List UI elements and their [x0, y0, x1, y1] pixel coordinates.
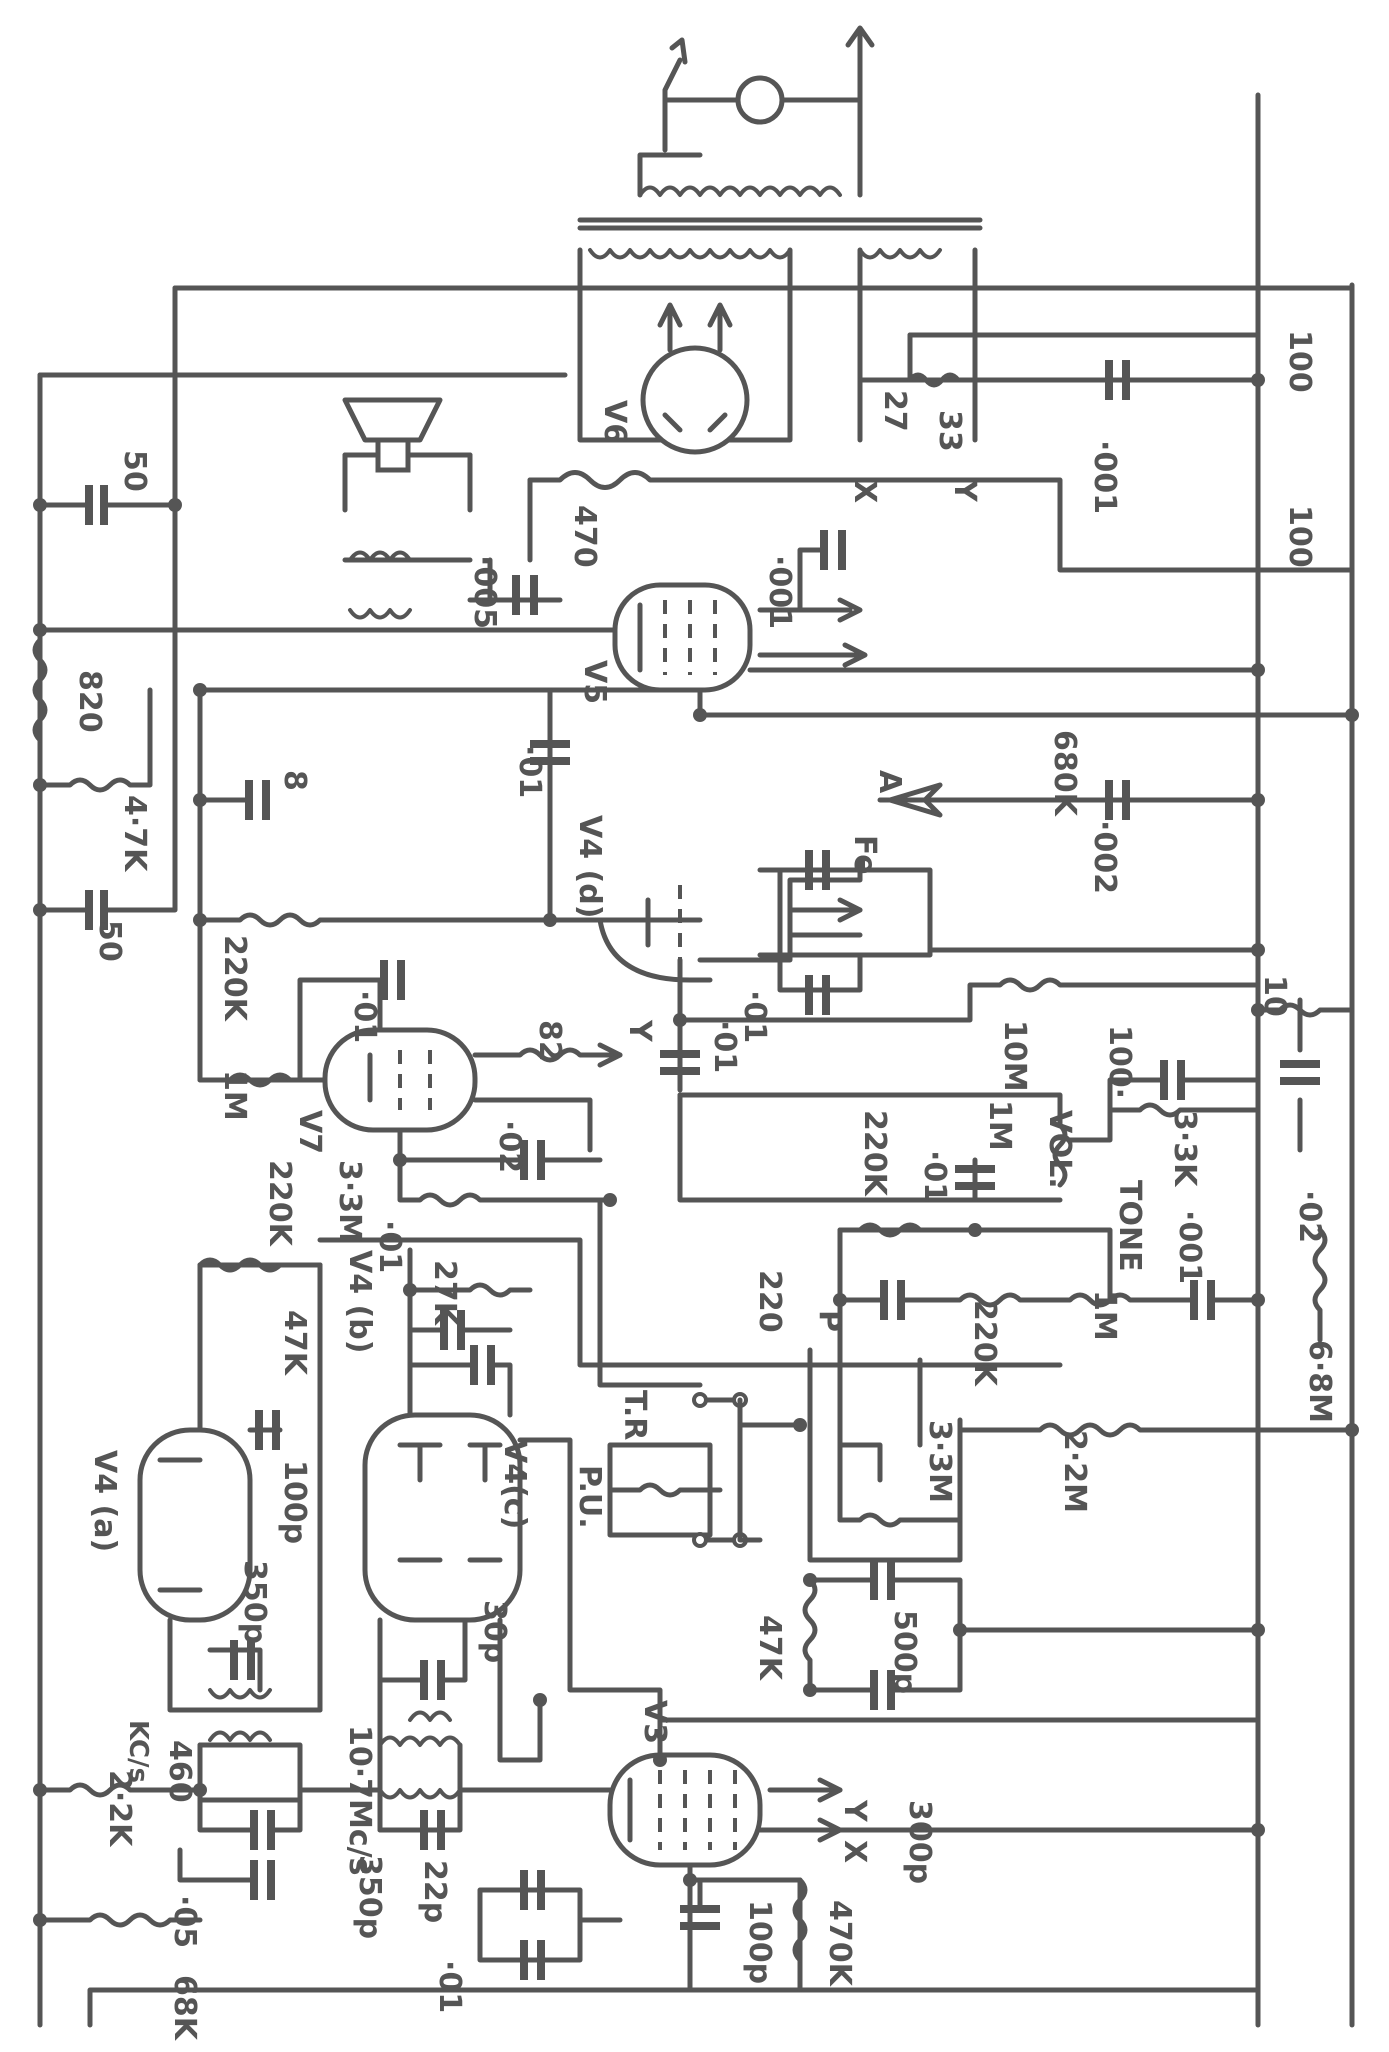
label-r-3-3m-b: 3·3M [332, 1160, 367, 1243]
label-c-100-c: 100· [1102, 1025, 1137, 1099]
label-c-02b: ·02 [492, 1120, 527, 1173]
label-v6: V6 [597, 400, 632, 444]
label-tone: TONE [1112, 1180, 1147, 1272]
label-r-100: 100 [1282, 330, 1317, 393]
label-r-2-2k: 2·2K [102, 1770, 137, 1848]
power-rails [37, 92, 1355, 2028]
label-x-2: X [847, 480, 882, 503]
pickup-switch-section [597, 1197, 1261, 1710]
label-c-100p-a: 100p [742, 1900, 777, 1984]
label-r-1m-v7: 1M [217, 1070, 252, 1121]
label-c-350p-a: 350p [352, 1855, 387, 1939]
label-r-470k-a: 470K [822, 1900, 857, 1988]
label-v7: V7 [292, 1110, 327, 1154]
v7-section [197, 960, 623, 1208]
label-v4c: V4(c) [497, 1440, 532, 1529]
label-r-1m-tone: 1M [1087, 1290, 1122, 1341]
label-r-220k-c: 220K [857, 1110, 892, 1198]
label-pu: P.U. [572, 1465, 607, 1529]
label-y-82: Y [622, 1019, 657, 1043]
v6-valve [640, 302, 750, 455]
label-c-001-b: ·001 [762, 555, 797, 629]
label-r-470: 470 [567, 505, 602, 568]
label-r-10m: 10M [997, 1020, 1032, 1092]
label-c-50b: 50 [92, 920, 127, 962]
label-c-05: ·05 [167, 1895, 202, 1948]
label-c-50a: 50 [117, 450, 152, 492]
label-r-2-2m: 2·2M [1057, 1430, 1092, 1513]
label-c-002: ·002 [1087, 820, 1122, 894]
label-tr: T.R [617, 1390, 652, 1440]
label-c-500p: 500p [887, 1610, 922, 1694]
label-r-27: 27 [877, 390, 912, 432]
label-y-out: Y [837, 1799, 872, 1823]
label-r-68k: 68K [167, 1975, 202, 2042]
label-y-2: Y [947, 479, 982, 503]
label-v4b: V4 (b) [342, 1250, 377, 1353]
label-r-33: 33 [932, 410, 967, 452]
label-c-005: ·005 [467, 555, 502, 629]
label-c-02: ·02 [1292, 1190, 1327, 1243]
label-r-27k: 27K [427, 1260, 462, 1327]
label-r-820: 820 [72, 670, 107, 733]
label-r-4-7k: 4·7K [117, 795, 152, 873]
label-v5: V5 [577, 660, 612, 704]
v4d-section [337, 687, 1261, 1128]
label-c-01c: ·01 [917, 1150, 952, 1203]
label-kcs: KC/s [123, 1720, 153, 1783]
label-c-220: 220 [752, 1270, 787, 1333]
label-c-001-a: ·001 [1172, 1210, 1207, 1284]
label-r-220k-d: 220K [217, 935, 252, 1023]
v3-section [477, 1717, 1261, 1993]
label-c-01f: ·01 [347, 990, 382, 1043]
label-r-220k-a: 220K [262, 1160, 297, 1248]
label-fe: Fe [847, 835, 882, 875]
label-c-01d: ·01 [707, 1020, 742, 1073]
speaker-icon [342, 397, 473, 513]
label-vol: VOL. [1042, 1110, 1077, 1189]
v4-abc-section [37, 1237, 1063, 1928]
label-r-3-3k: 3·3K [1167, 1110, 1202, 1188]
label-c-01b: ·01 [372, 1220, 407, 1273]
label-c-30p: 30p [477, 1600, 512, 1663]
label-v3: V3 [637, 1700, 672, 1744]
label-c-01g: ·01 [512, 745, 547, 798]
label-c-p: P [812, 1310, 847, 1332]
label-r-82: 82 [532, 1020, 567, 1062]
label-r-680k: 680K [1047, 730, 1082, 818]
label-10-7mcs: 10·7Mc/s [342, 1725, 377, 1875]
label-v4a: V4 (a) [87, 1450, 122, 1552]
label-a: A [872, 770, 907, 794]
label-r-3-3m-a: 3·3M [922, 1420, 957, 1503]
label-c-460: 460 [162, 1740, 197, 1803]
label-r-47k-a: 47K [277, 1310, 312, 1377]
v5-section [37, 470, 1355, 718]
label-c-350p-b: 350p [237, 1560, 272, 1644]
vol-tone-section [677, 997, 1355, 1523]
label-r-1m-vol: 1M [982, 1100, 1017, 1151]
label-v4d: V4 (d) [572, 815, 607, 918]
label-r-47k-b: 47K [752, 1615, 787, 1682]
label-c-01a: ·01 [432, 1960, 467, 2013]
junction-dots [33, 373, 1359, 1927]
label-r-220k-b: 220K [967, 1300, 1002, 1388]
label-x-out: X [837, 1840, 872, 1863]
label-c-001-c: ·001 [1087, 440, 1122, 514]
component-labels: 2·2K 460 KC/s 68K ·05 ·01 350p 22p 10·7M… [72, 330, 1337, 2042]
output-section [577, 25, 1261, 443]
label-c-8: 8 [277, 770, 312, 791]
label-c-100-d: 100 [1282, 505, 1317, 568]
label-r-6-8m: 6·8M [1302, 1340, 1337, 1423]
label-r-10: 10 [1257, 975, 1292, 1017]
label-c-01e: ·01 [737, 990, 772, 1043]
label-c-300p: 300p [902, 1800, 937, 1884]
label-c-22p: 22p [417, 1860, 452, 1923]
label-c-100p-b: 100p [277, 1460, 312, 1544]
